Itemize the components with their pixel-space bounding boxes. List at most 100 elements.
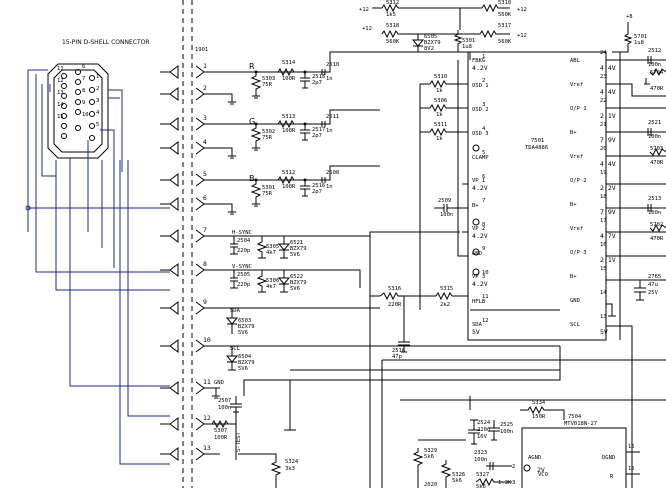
svg-text:5302: 5302 bbox=[262, 129, 275, 135]
svg-text:1k: 1k bbox=[436, 88, 443, 94]
svg-text:47u: 47u bbox=[648, 282, 658, 288]
ic-pin-label: OSD 3 bbox=[472, 131, 489, 137]
connector-row-7: 7 bbox=[160, 226, 234, 243]
capacitor-2505 bbox=[230, 270, 238, 289]
svg-text:13: 13 bbox=[57, 90, 64, 96]
ic-pin-label: VP 1 bbox=[472, 178, 485, 184]
ic-pin-voltage: 4.2V bbox=[472, 184, 488, 192]
svg-text:5V6: 5V6 bbox=[290, 286, 300, 292]
wire-r bbox=[228, 51, 471, 73]
label-scl: SCL bbox=[230, 346, 241, 352]
inductor-5701 bbox=[612, 22, 633, 53]
svg-text:1: 1 bbox=[203, 62, 207, 70]
capacitor-2504 bbox=[230, 236, 238, 255]
svg-text:5314: 5314 bbox=[282, 60, 296, 66]
svg-text:2518: 2518 bbox=[312, 74, 325, 80]
ic-pin-num: 9 bbox=[482, 246, 485, 252]
ic-pin-label: B+ bbox=[570, 274, 577, 280]
svg-text:5317: 5317 bbox=[498, 23, 511, 29]
ic-pin-voltage: 7.9V bbox=[600, 136, 616, 144]
connector-wire bbox=[69, 158, 170, 387]
svg-text:4k7: 4k7 bbox=[266, 284, 276, 290]
svg-text:10: 10 bbox=[203, 336, 211, 344]
svg-text:560K: 560K bbox=[498, 39, 512, 45]
svg-text:100n: 100n bbox=[500, 429, 513, 435]
connector-row-3: 3 bbox=[160, 114, 228, 131]
svg-text:5305: 5305 bbox=[266, 244, 279, 250]
wire-b bbox=[228, 165, 380, 181]
svg-text:1.3K: 1.3K bbox=[498, 480, 512, 486]
svg-text:2V: 2V bbox=[537, 466, 545, 474]
capacitor-2507 bbox=[230, 396, 242, 413]
svg-text:6505: 6505 bbox=[424, 34, 437, 40]
svg-text:1k5: 1k5 bbox=[386, 12, 396, 18]
capacitor-2518 bbox=[300, 72, 310, 89]
svg-text:16V: 16V bbox=[477, 434, 488, 440]
capacitor-2765 bbox=[634, 280, 646, 301]
svg-text:5: 5 bbox=[203, 170, 207, 178]
connector-row-4: 4 bbox=[160, 138, 233, 156]
resistor-5334 bbox=[520, 405, 565, 420]
ic-pin-label: SDA bbox=[472, 322, 483, 328]
svg-text:5301: 5301 bbox=[262, 185, 275, 191]
svg-text:9: 9 bbox=[203, 298, 207, 306]
capacitor-2513 bbox=[647, 204, 652, 212]
ic-pin-voltage: 4.2V bbox=[472, 280, 488, 288]
svg-text:2517: 2517 bbox=[312, 127, 325, 133]
ic-pin-num: 5 bbox=[482, 150, 485, 156]
ic-pin-num: 14 bbox=[600, 290, 607, 296]
svg-text:5326: 5326 bbox=[452, 472, 465, 478]
resistor-5302 bbox=[250, 124, 262, 148]
resistor-5704 bbox=[649, 67, 666, 77]
ic-pin-num: 21 bbox=[600, 122, 607, 128]
label-b: B bbox=[249, 174, 255, 183]
svg-text:2020: 2020 bbox=[424, 482, 437, 488]
ic-pin-label: B+ bbox=[570, 130, 577, 136]
svg-text:5310: 5310 bbox=[498, 0, 511, 6]
svg-text:2509: 2509 bbox=[438, 198, 451, 204]
svg-text:6522: 6522 bbox=[290, 274, 303, 280]
svg-text:5306: 5306 bbox=[434, 98, 447, 104]
connector-pin-circles bbox=[61, 69, 95, 141]
ic-pin-label: Vref bbox=[570, 226, 583, 232]
svg-text:1: 1 bbox=[96, 74, 99, 80]
label-gnd: GND bbox=[214, 380, 224, 386]
ic-pin-voltage: 2.2V bbox=[600, 184, 616, 192]
ic-pin-label: FBKG bbox=[472, 58, 485, 64]
svg-text:2513: 2513 bbox=[648, 196, 661, 202]
svg-text:6504: 6504 bbox=[238, 354, 252, 360]
resistor-5301 bbox=[250, 180, 262, 204]
resistor-5316 bbox=[379, 291, 436, 301]
svg-text:+12: +12 bbox=[362, 26, 372, 32]
connector-node bbox=[25, 205, 31, 211]
ic-pin-voltage: 4.4V bbox=[600, 160, 616, 168]
connector-wire bbox=[119, 160, 170, 465]
svg-text:1u8: 1u8 bbox=[462, 44, 472, 50]
svg-text:5316: 5316 bbox=[388, 286, 401, 292]
ic-pin-label: VP 3 bbox=[472, 274, 485, 280]
svg-text:2p7: 2p7 bbox=[312, 80, 322, 86]
ic-pin-label: CLAMP bbox=[472, 155, 489, 161]
svg-text:BZX79: BZX79 bbox=[290, 280, 307, 286]
connector-row-9: 9 bbox=[160, 298, 380, 315]
ic-pin-label: ABL bbox=[570, 58, 581, 64]
svg-text:220u: 220u bbox=[477, 427, 490, 433]
svg-text:75R: 75R bbox=[262, 82, 273, 88]
resistor-5313 bbox=[277, 119, 295, 129]
resistor-5310 bbox=[420, 79, 468, 89]
ic-pin-voltage: 2.1V bbox=[600, 112, 616, 120]
svg-text:BZX79: BZX79 bbox=[238, 324, 255, 330]
svg-text:150R: 150R bbox=[532, 414, 546, 420]
ic-pin-voltage: 4.2V bbox=[472, 64, 488, 72]
resistor-5310-top bbox=[481, 3, 510, 13]
ic-pin-voltage: 5V bbox=[600, 328, 608, 336]
connector-row-2: 2 bbox=[160, 84, 233, 102]
svg-text:5303: 5303 bbox=[262, 76, 275, 82]
svg-text:5701: 5701 bbox=[634, 34, 647, 40]
capacitor-2524 bbox=[468, 419, 480, 445]
svg-text:100R: 100R bbox=[282, 76, 296, 82]
ic-pin-label: B+ bbox=[570, 202, 577, 208]
ic-pin-num: 16 bbox=[600, 242, 607, 248]
